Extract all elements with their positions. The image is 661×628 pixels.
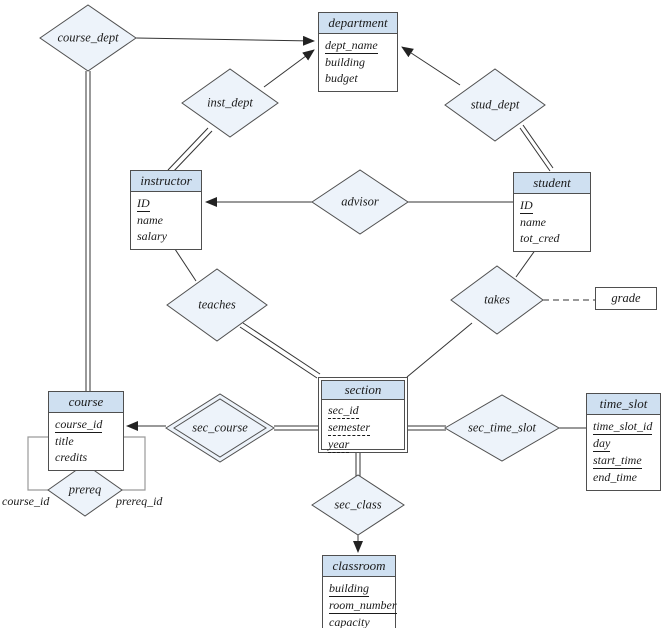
entity-department: department dept_name building budget	[318, 12, 398, 93]
attr-sec_id: sec_id	[328, 403, 359, 420]
attr-room_number: room_number	[329, 598, 397, 615]
attr-end_time: end_time	[593, 470, 637, 485]
entity-time_slot: time_slot time_slot_id day start_time en…	[586, 393, 661, 492]
relationship-diamonds	[39, 4, 560, 536]
entity-section: section sec_id semester year	[318, 377, 408, 454]
entity-attrs-classroom: building room_number capacity	[323, 577, 397, 628]
line-teaches-section-b	[242, 322, 321, 375]
line-inst_dept-instructor-a	[167, 127, 209, 171]
line-stud_dept-department	[401, 46, 461, 86]
entity-course: course course_id title credits	[48, 391, 124, 472]
entity-title-classroom: classroom	[323, 556, 395, 578]
entity-attrs-department: dept_name building budget	[319, 34, 397, 91]
attr-id-student: ID	[520, 198, 533, 215]
diamond-stud_dept	[444, 68, 546, 142]
attr-course_id: course_id	[55, 417, 103, 434]
line-course-prereq-prereq_id	[122, 436, 146, 491]
attr-capacity: capacity	[329, 615, 370, 628]
attr-dept_name: dept_name	[325, 38, 378, 55]
attr-id-instructor: ID	[137, 196, 150, 213]
attr-budget: budget	[325, 71, 358, 86]
line-inst_dept-instructor-b	[171, 130, 213, 174]
diamond-takes	[450, 265, 544, 335]
entity-student: student ID name tot_cred	[513, 172, 591, 253]
entity-title-section: section	[322, 381, 404, 401]
entity-title-course: course	[49, 392, 123, 414]
attr-building: building	[325, 55, 366, 70]
entity-attrs-course: course_id title credits	[49, 413, 123, 470]
entity-title-instructor: instructor	[131, 171, 201, 193]
diamond-sec_class	[311, 474, 405, 536]
diamond-inst_dept	[181, 68, 279, 138]
line-stud_dept-student-b	[522, 124, 554, 169]
attr-building-classroom: building	[329, 581, 370, 598]
entity-attrs-section: sec_id semester year	[322, 400, 404, 457]
attr-name-instructor: name	[137, 213, 163, 228]
attr-name-student: name	[520, 215, 546, 230]
line-course_dept-department	[135, 35, 315, 46]
diamond-sec_course-outer	[165, 393, 275, 463]
attr-year: year	[328, 437, 350, 454]
attr-salary: salary	[137, 229, 167, 244]
entity-title-time_slot: time_slot	[587, 394, 660, 416]
diamond-advisor	[311, 169, 409, 235]
prereq-loop-lines	[27, 436, 146, 491]
role-label-course_id: course_id	[2, 494, 50, 508]
attr-credits: credits	[55, 450, 88, 465]
attr-day: day	[593, 436, 611, 453]
line-course-prereq-course_id	[27, 436, 48, 491]
attr-semester: semester	[328, 420, 370, 437]
attr-start_time: start_time	[593, 453, 642, 470]
entity-section-inner: section sec_id semester year	[321, 380, 405, 454]
diamond-teaches	[166, 268, 268, 342]
attr-time_slot_id: time_slot_id	[593, 419, 653, 436]
diamond-course_dept	[39, 4, 137, 72]
line-teaches-section-a	[239, 326, 318, 379]
line-inst_dept-department	[263, 49, 315, 88]
diamond-prereq	[47, 463, 123, 517]
entity-title-department: department	[319, 13, 397, 35]
entity-attrs-time_slot: time_slot_id day start_time end_time	[587, 415, 660, 490]
line-stud_dept-student-a	[519, 127, 551, 172]
attr-title: title	[55, 434, 74, 449]
line-takes-section	[406, 322, 473, 378]
entity-attrs-instructor: ID name salary	[131, 192, 201, 249]
entity-attrs-student: ID name tot_cred	[514, 194, 590, 251]
entity-title-student: student	[514, 173, 590, 195]
diamond-sec_time_slot	[444, 394, 560, 462]
attr-tot_cred: tot_cred	[520, 231, 560, 246]
attribute-box-grade: grade	[595, 287, 657, 310]
entity-instructor: instructor ID name salary	[130, 170, 202, 251]
role-label-prereq_id: prereq_id	[116, 494, 163, 508]
entity-classroom: classroom building room_number capacity	[322, 555, 397, 628]
diamond-sec_course-inner	[173, 398, 267, 458]
